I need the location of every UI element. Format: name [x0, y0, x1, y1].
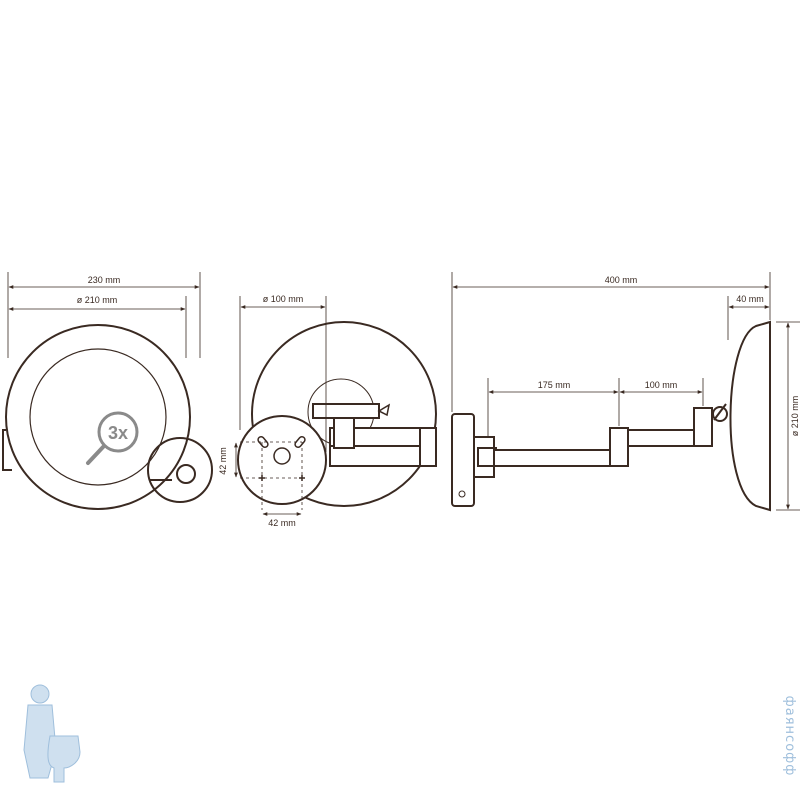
- side-knuckle-2: [693, 407, 713, 447]
- dim-arm-long: 175 mm: [538, 380, 571, 390]
- watermark-text: фаянсофф: [782, 696, 797, 777]
- mount-center-hole: [273, 447, 291, 465]
- front-mirror-outer: [5, 324, 191, 510]
- plumber-head-icon: [30, 684, 50, 704]
- back-mirror-outline: [251, 321, 437, 507]
- dim-side-depth: 40 mm: [736, 294, 764, 304]
- front-plate-button: [176, 464, 196, 484]
- side-wall-plate: [451, 413, 475, 507]
- magnifier-icon: [97, 411, 139, 453]
- side-pivot-stem: [713, 403, 727, 421]
- front-wall-plate: [147, 437, 213, 503]
- dim-arm-short: 100 mm: [645, 380, 678, 390]
- side-knuckle-1: [609, 427, 629, 467]
- side-view: [451, 320, 771, 512]
- magnification-label: 3x: [108, 423, 128, 443]
- dim-mount-vertical: 42 mm: [218, 447, 228, 475]
- magnifier-handle: [86, 444, 106, 465]
- watermark-logo: [23, 684, 81, 783]
- side-mirror: [729, 320, 771, 512]
- back-arm-knuckle: [419, 427, 437, 467]
- dimension-lines: [7, 272, 800, 516]
- dim-back-diameter: ø 100 mm: [263, 294, 304, 304]
- side-plate-screw: [458, 490, 466, 498]
- back-pivot-bar: [312, 403, 380, 419]
- front-view: [2, 324, 213, 510]
- back-wall-plate: [237, 415, 327, 505]
- dim-side-total: 400 mm: [605, 275, 638, 285]
- front-mirror-inner: [29, 348, 167, 486]
- back-screw-icon: [377, 403, 391, 417]
- side-arm-2: [627, 429, 697, 447]
- dim-mount-horizontal: 42 mm: [268, 518, 296, 528]
- side-arm-1: [493, 449, 613, 467]
- dim-front-diameter: ø 210 mm: [77, 295, 118, 305]
- toilet-icon: [47, 735, 81, 783]
- mount-slot-left: [257, 435, 269, 449]
- front-left-clip: [2, 429, 12, 471]
- mount-guide: [240, 441, 303, 510]
- magnifier-badge: [86, 411, 139, 465]
- back-view: [237, 321, 437, 510]
- dim-side-diameter: ø 210 mm: [790, 396, 800, 437]
- dim-front-width: 230 mm: [88, 275, 121, 285]
